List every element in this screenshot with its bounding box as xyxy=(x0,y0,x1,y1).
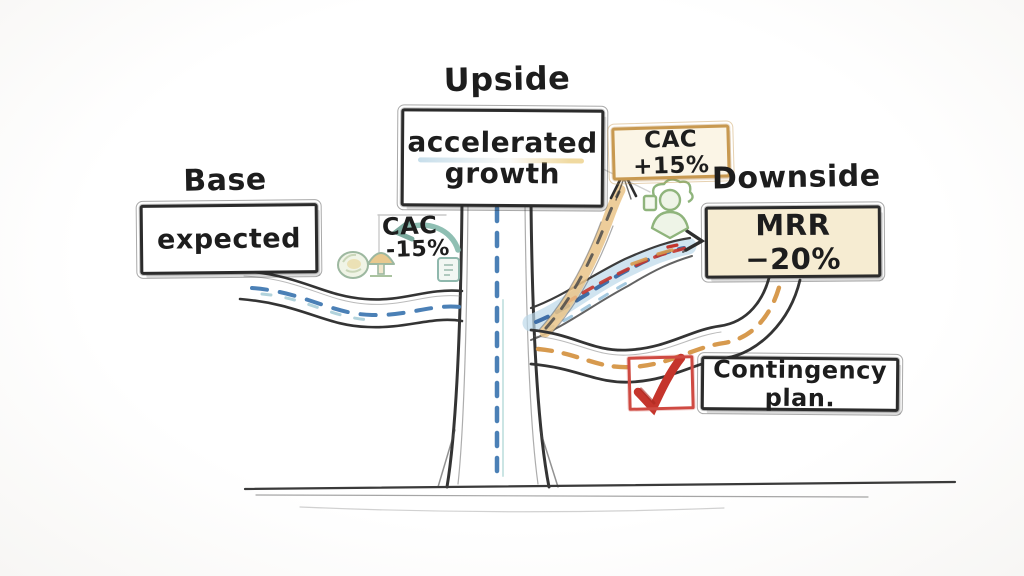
trunk-road xyxy=(437,200,559,489)
badge-sketch-icon xyxy=(437,257,460,282)
cac-note-line2: -15% xyxy=(385,235,451,264)
contingency-checkbox xyxy=(627,355,695,411)
curved-teal-arrow-icon xyxy=(391,219,461,253)
base-branch-road xyxy=(238,269,464,329)
red-dashed-arrow-icon xyxy=(666,229,706,253)
upside-box-line1: accelerated xyxy=(407,125,598,160)
checkmark-shade xyxy=(639,387,656,405)
downside-box-label: MRR −20% xyxy=(745,207,842,277)
person-icon xyxy=(642,178,694,240)
upside-scenario-box: accelerated growth xyxy=(396,104,609,212)
upside-scenario-title: Upside xyxy=(443,58,571,100)
contingency-plan-box: Contingency plan. xyxy=(696,352,904,416)
blob-sketch-icon xyxy=(337,251,369,279)
cac-upside-tag-label: CAC +15% xyxy=(632,125,710,180)
highlight-streak xyxy=(417,157,584,164)
ground-line xyxy=(243,480,957,513)
contingency-plan-label: Contingency plan. xyxy=(713,355,888,413)
downside-scenario-title: Downside xyxy=(711,158,881,197)
base-scenario-title: Base xyxy=(183,162,267,199)
base-box-label: expected xyxy=(156,222,302,256)
checkmark-icon xyxy=(633,353,686,416)
cac-note-callout-lines xyxy=(377,214,447,259)
base-scenario-box: expected xyxy=(135,198,323,280)
downside-scenario-box: MRR −20% xyxy=(700,201,886,283)
tree-sketch-icon xyxy=(367,252,395,277)
